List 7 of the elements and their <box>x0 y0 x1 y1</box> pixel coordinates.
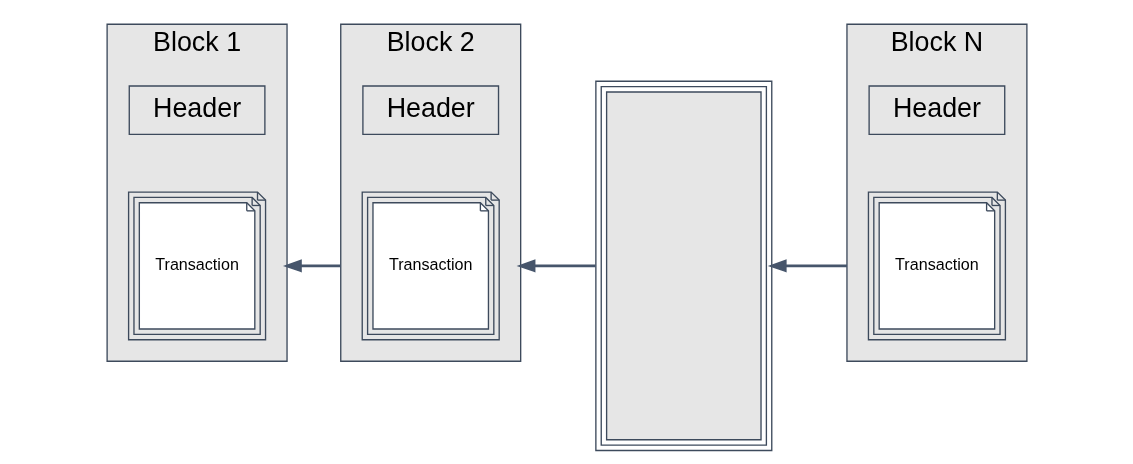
arrow <box>767 259 847 273</box>
node-box: Header <box>361 85 499 135</box>
arrow <box>282 259 341 273</box>
node-box: Header <box>867 85 1005 135</box>
node-box: Header <box>128 85 266 135</box>
arrow <box>516 259 596 273</box>
node-box <box>594 80 772 452</box>
